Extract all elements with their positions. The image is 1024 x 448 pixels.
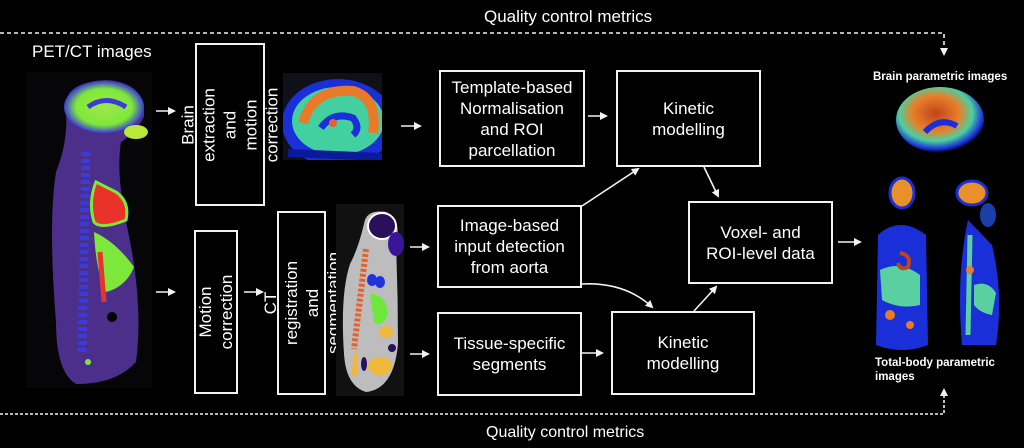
brain-extraction-box: Brain extraction and motion correction xyxy=(179,43,282,206)
body-parametric-sagittal-image xyxy=(948,175,1008,355)
kinetic-modelling-brain-box: Kinetic modelling xyxy=(616,70,761,167)
qc-bottom-label: Quality control metrics xyxy=(486,424,645,441)
kinetic-modelling-body-box: Kinetic modelling xyxy=(611,311,755,395)
brain-output-label: Brain parametric images xyxy=(873,71,1008,83)
motion-correction-box: Motion correction xyxy=(194,230,238,394)
arrow-kinetic-brain-to-voxel xyxy=(703,166,719,198)
qc-top-dashed-line xyxy=(0,32,948,56)
ct-segmentation-image xyxy=(336,204,404,396)
tissue-segments-box: Tissue-specific segments xyxy=(437,312,582,396)
input-label: PET/CT images xyxy=(32,42,152,61)
ct-registration-box: CT registration and segmentation xyxy=(261,211,343,395)
arrow-input-to-kinetic-body xyxy=(581,283,654,309)
template-normalisation-box: Template-based Normalisation and ROI par… xyxy=(439,70,585,167)
pet-ct-image xyxy=(26,72,152,388)
arrow-input-to-kinetic-brain xyxy=(581,167,640,207)
brain-pet-image xyxy=(283,73,382,160)
brain-parametric-image xyxy=(895,86,985,156)
body-parametric-coronal-image xyxy=(870,175,932,355)
qc-bottom-dashed-line xyxy=(0,388,948,415)
voxel-roi-data-box: Voxel- and ROI-level data xyxy=(688,201,833,284)
body-output-label: Total-body parametric images xyxy=(875,357,995,383)
input-detection-box: Image-based input detection from aorta xyxy=(437,205,582,288)
qc-top-label: Quality control metrics xyxy=(484,7,653,26)
arrow-kinetic-body-to-voxel xyxy=(693,285,718,312)
